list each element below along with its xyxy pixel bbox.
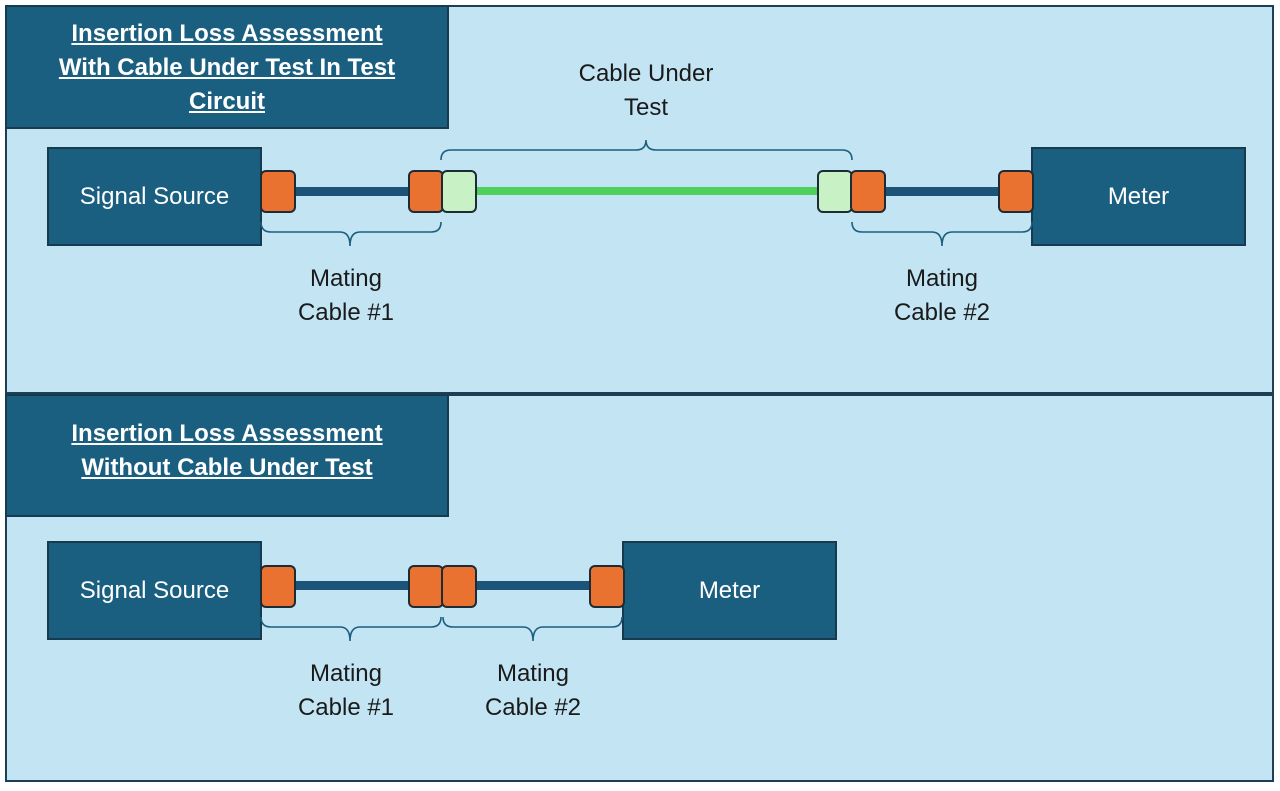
label-line: Cable #2 <box>893 299 991 326</box>
label-mating-cable-2: Mating Cable #2 <box>433 657 633 725</box>
mating-cable-2-wire <box>884 187 1000 196</box>
connector-mating-2-start <box>441 565 477 608</box>
label-line: Cable #1 <box>297 694 395 721</box>
title-line: With Cable Under Test In Test <box>58 54 396 81</box>
meter-box: Meter <box>622 541 837 640</box>
title-with-cable-under-test: Insertion Loss Assessment With Cable Und… <box>5 5 449 129</box>
title-line: Without Cable Under Test <box>81 453 373 481</box>
label-line: Test <box>623 94 668 121</box>
label-line: Cable #2 <box>484 694 582 721</box>
title-line: Circuit <box>188 88 265 115</box>
signal-source-box: Signal Source <box>47 147 262 246</box>
label-line: Mating <box>905 265 979 292</box>
label-line: Cable #1 <box>297 299 395 326</box>
connector-meter <box>589 565 625 608</box>
label-line: Mating <box>496 660 570 687</box>
label-mating-cable-1: Mating Cable #1 <box>246 262 446 330</box>
connector-cut-left <box>441 170 477 213</box>
title-without-cable-under-test: Insertion Loss Assessment Without Cable … <box>5 394 449 517</box>
connector-source <box>260 565 296 608</box>
signal-source-box: Signal Source <box>47 541 262 640</box>
connector-mating-1-end <box>408 170 444 213</box>
connector-mating-2-start <box>850 170 886 213</box>
meter-box: Meter <box>1031 147 1246 246</box>
connector-source <box>260 170 296 213</box>
cable-under-test-wire <box>475 187 819 195</box>
label-line: Mating <box>309 660 383 687</box>
label-mating-cable-2: Mating Cable #2 <box>842 262 1042 330</box>
label-line: Mating <box>309 265 383 292</box>
mating-cable-1-wire <box>294 187 410 196</box>
label-mating-cable-1: Mating Cable #1 <box>246 657 446 725</box>
title-line: Insertion Loss Assessment <box>71 20 383 47</box>
label-line: Cable Under <box>578 60 714 87</box>
mating-cable-2-wire <box>475 581 591 590</box>
connector-cut-right <box>817 170 853 213</box>
label-cable-under-test: Cable Under Test <box>546 57 746 125</box>
connector-meter <box>998 170 1034 213</box>
title-line: Insertion Loss Assessment <box>71 419 383 447</box>
mating-cable-1-wire <box>294 581 410 590</box>
connector-mating-1-end <box>408 565 444 608</box>
